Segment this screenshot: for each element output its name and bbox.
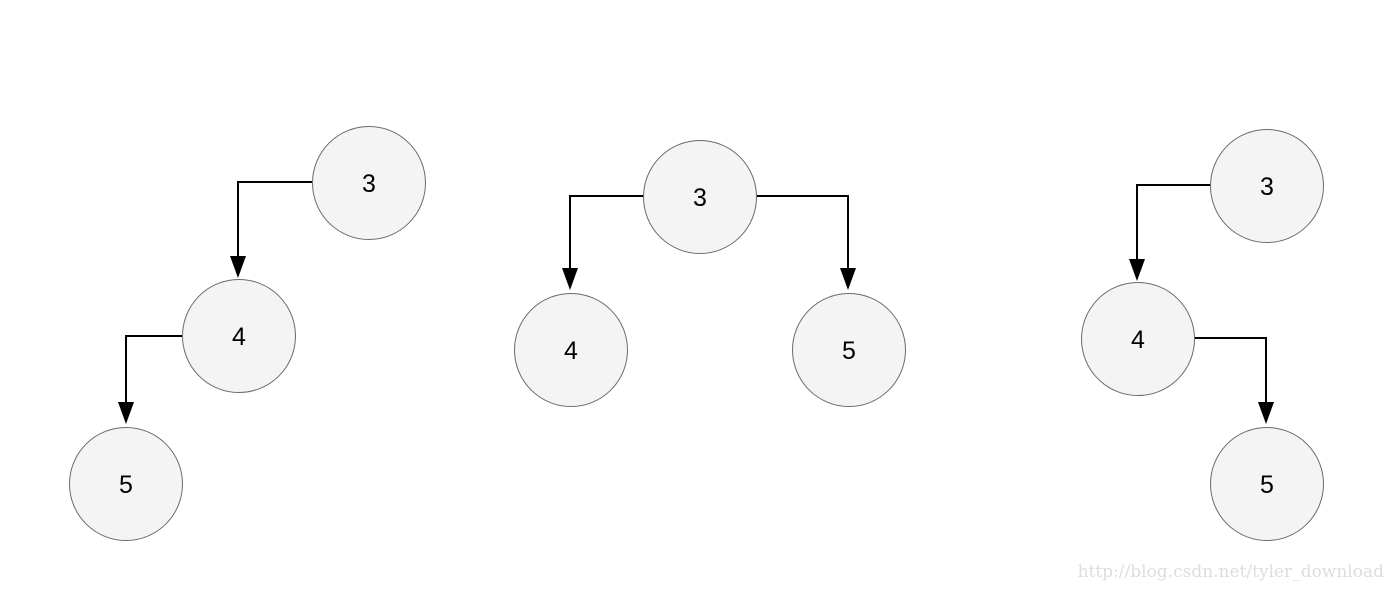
node-label: 4 xyxy=(564,337,578,365)
tree-node-4: 4 xyxy=(514,293,628,407)
edge-a3-a4 xyxy=(230,181,312,278)
tree-2: 3 4 5 xyxy=(514,140,906,407)
tree-node-4: 4 xyxy=(1081,282,1195,396)
tree-node-5: 5 xyxy=(1210,427,1324,541)
node-label: 5 xyxy=(119,471,133,499)
node-label: 3 xyxy=(693,184,707,212)
node-label: 4 xyxy=(1131,326,1145,354)
tree-node-3: 3 xyxy=(312,126,426,240)
node-label: 5 xyxy=(842,337,856,365)
edge-b3-b4 xyxy=(562,195,644,290)
tree-node-3: 3 xyxy=(643,140,757,254)
tree-1: 3 4 5 xyxy=(69,126,426,541)
tree-node-5: 5 xyxy=(792,293,906,407)
edge-c4-c5 xyxy=(1194,337,1274,424)
edge-b3-b5 xyxy=(757,195,856,290)
tree-node-3: 3 xyxy=(1210,129,1324,243)
node-label: 3 xyxy=(1260,173,1274,201)
node-label: 5 xyxy=(1260,471,1274,499)
tree-node-4: 4 xyxy=(182,279,296,393)
edge-a4-a5 xyxy=(118,335,183,424)
node-label: 3 xyxy=(362,170,376,198)
watermark-url: http://blog.csdn.net/tyler_download xyxy=(1077,562,1384,582)
tree-node-5: 5 xyxy=(69,427,183,541)
edge-c3-c4 xyxy=(1129,184,1211,281)
node-label: 4 xyxy=(232,323,246,351)
tree-3: 3 4 5 xyxy=(1081,129,1324,541)
